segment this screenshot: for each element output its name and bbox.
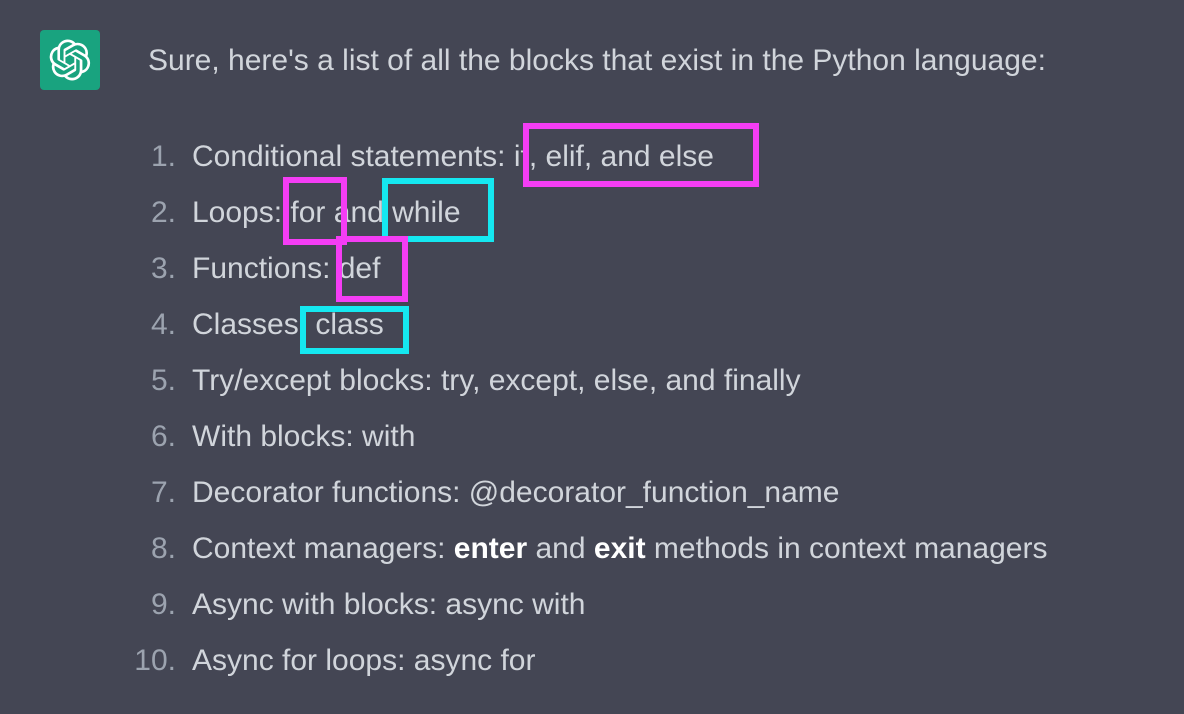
bold-keyword-exit: exit bbox=[593, 532, 646, 565]
list-number: 2. bbox=[150, 196, 176, 229]
message-intro: Sure, here's a list of all the blocks th… bbox=[148, 44, 1046, 77]
assistant-avatar bbox=[40, 30, 100, 90]
list-number: 5. bbox=[150, 364, 176, 397]
list-number: 1. bbox=[150, 140, 176, 173]
list-number: 3. bbox=[150, 252, 176, 285]
list-text: Classes: class bbox=[192, 308, 384, 341]
list-text: Functions: def bbox=[192, 252, 381, 285]
text-segment: Context managers: bbox=[192, 532, 454, 565]
list-text: Try/except blocks: try, except, else, an… bbox=[192, 364, 801, 397]
list-text: Conditional statements: if, elif, and el… bbox=[192, 140, 714, 173]
list-number: 6. bbox=[150, 420, 176, 453]
text-segment: and bbox=[527, 532, 594, 565]
text-segment: methods in context managers bbox=[645, 532, 1048, 565]
list-number: 9. bbox=[150, 588, 176, 621]
list-text: Decorator functions: @decorator_function… bbox=[192, 476, 840, 509]
message-content: Sure, here's a list of all the blocks th… bbox=[134, 40, 1144, 677]
list-text: Loops: for and while bbox=[192, 196, 461, 229]
list-number: 7. bbox=[150, 476, 176, 509]
list-text: Context managers: enter and exit methods… bbox=[192, 528, 1047, 570]
list-number: 8. bbox=[150, 532, 176, 565]
openai-logo-icon bbox=[49, 39, 91, 81]
bold-keyword-enter: enter bbox=[453, 532, 528, 565]
list-text: With blocks: with bbox=[192, 420, 416, 453]
list-number: 10. bbox=[134, 644, 176, 677]
list-text: Async for loops: async for bbox=[192, 644, 536, 677]
list-number: 4. bbox=[150, 308, 176, 341]
list-text: Async with blocks: async with bbox=[192, 588, 586, 621]
